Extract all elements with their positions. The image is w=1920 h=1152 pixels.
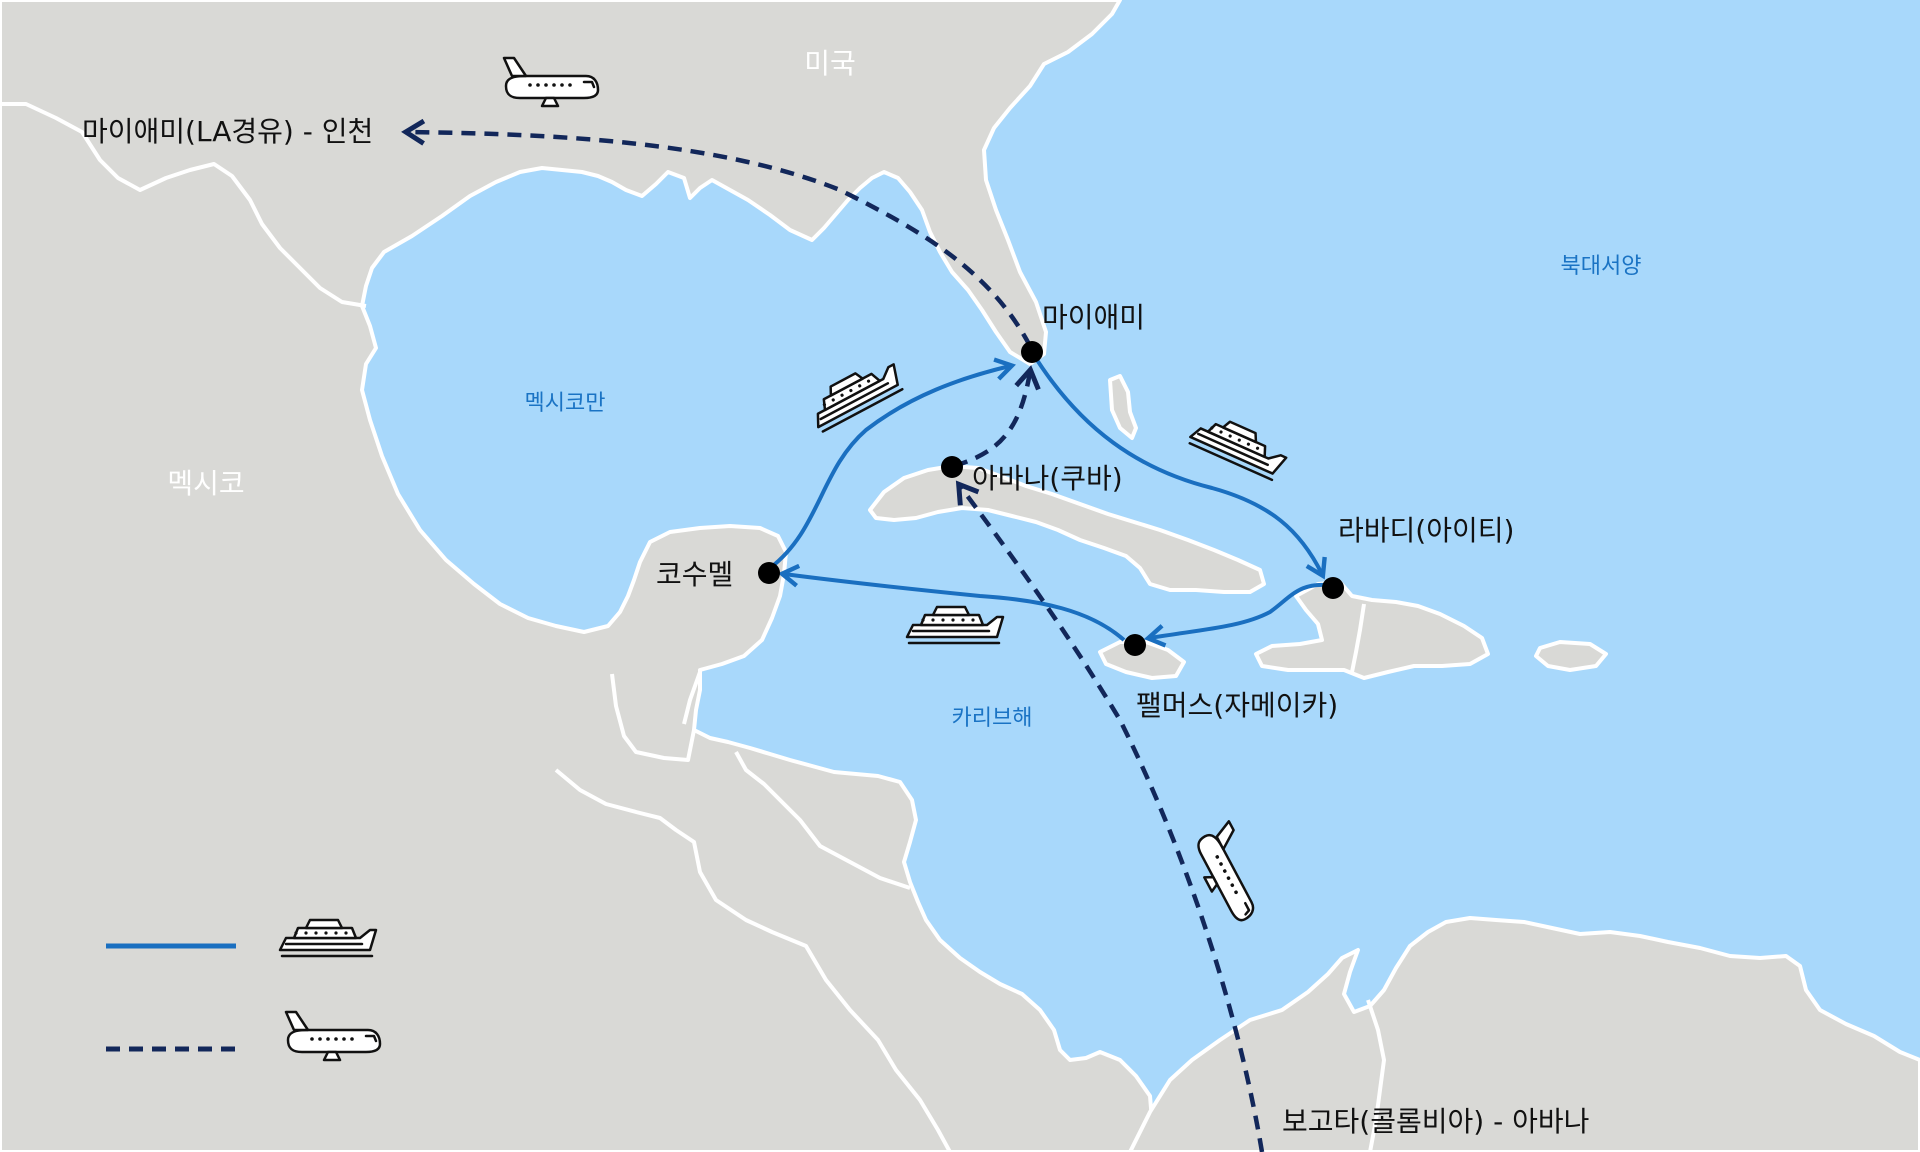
south-america-landmass xyxy=(1128,916,1920,1152)
label-caribbean-sea: 카리브해 xyxy=(952,706,1033,731)
label-mexico: 멕시코 xyxy=(167,467,244,500)
label-falmouth: 팰머스(자메이카) xyxy=(1136,689,1338,722)
city-dot-cozumel xyxy=(758,562,780,584)
flight-route-miami-incheon xyxy=(401,118,1032,348)
ship-route-miami-labadee xyxy=(1030,350,1327,580)
city-dot-labadee xyxy=(1322,577,1344,599)
label-cozumel: 코수멜 xyxy=(656,558,733,591)
label-gulf-of-mexico: 멕시코만 xyxy=(525,391,606,416)
haiti-dr-border xyxy=(1350,603,1366,673)
hispaniola xyxy=(1254,580,1490,680)
label-havana: 아바나(쿠바) xyxy=(972,462,1123,495)
city-dot-miami xyxy=(1021,341,1043,363)
city-dot-havana xyxy=(941,456,963,478)
city-dot-falmouth xyxy=(1124,634,1146,656)
flight-route-bogota-havana xyxy=(955,480,1265,1152)
label-north-atlantic: 북대서양 xyxy=(1561,254,1642,279)
ship-route-labadee-falmouth xyxy=(1143,582,1335,648)
label-flight-miami-incheon: 마이애미(LA경유) - 인천 xyxy=(82,115,373,148)
label-labadee: 라바디(아이티) xyxy=(1338,514,1514,547)
label-miami: 마이애미 xyxy=(1042,301,1145,334)
bahamas-island xyxy=(1108,374,1138,440)
label-flight-bogota-havana: 보고타(콜롬비아) - 아바나 xyxy=(1282,1105,1589,1138)
ship-route-cozumel-miami xyxy=(768,357,1016,570)
colombia-venezuela-border xyxy=(1366,999,1386,1152)
puerto-rico xyxy=(1534,640,1608,672)
ship-route-falmouth-cozumel xyxy=(777,563,1126,642)
us-mexico-border xyxy=(0,102,367,308)
central-america-borders xyxy=(554,671,952,1152)
label-usa: 미국 xyxy=(804,47,856,80)
map-legend xyxy=(106,918,382,1062)
north-america-landmass xyxy=(0,0,1154,1152)
